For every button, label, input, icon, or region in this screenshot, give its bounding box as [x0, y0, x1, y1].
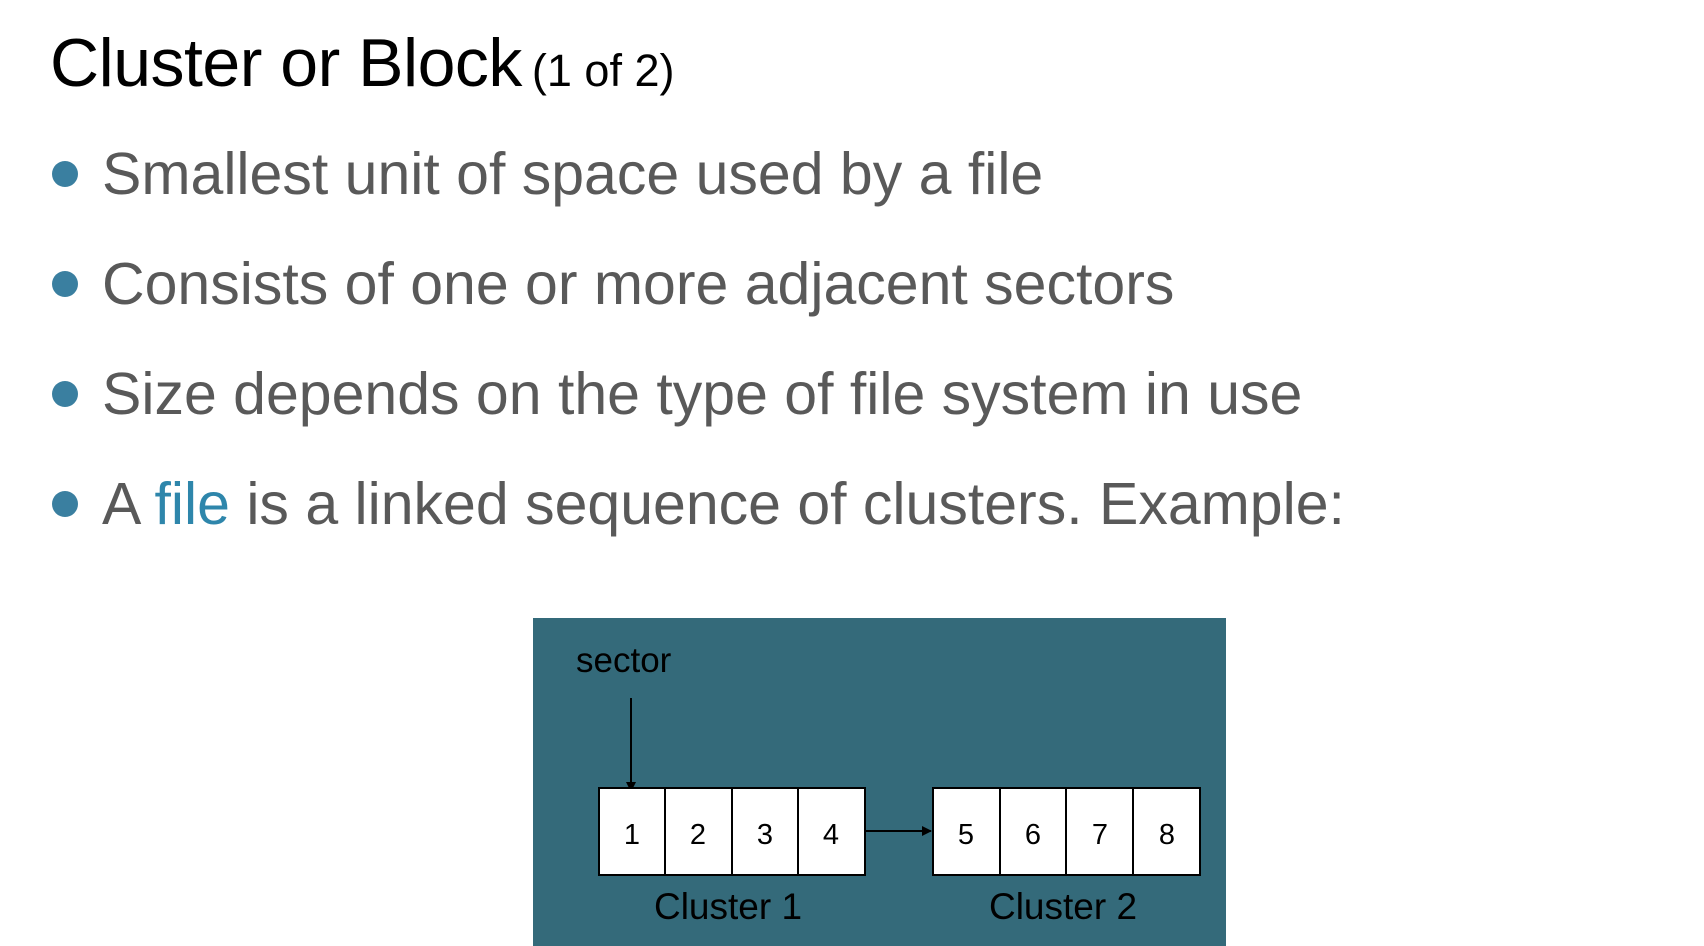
sector-cell	[1132, 787, 1201, 876]
sector-number: 1	[624, 819, 640, 851]
sector-number: 5	[958, 819, 974, 851]
bullet-list: Smallest unit of space used by a file Co…	[52, 128, 1345, 568]
bullet-text: Consists of one or more adjacent sectors	[102, 251, 1175, 317]
bullet-item: Size depends on the type of file system …	[52, 348, 1345, 458]
bullet-item: Consists of one or more adjacent sectors	[52, 238, 1345, 348]
sector-number: 2	[690, 819, 706, 851]
cluster-1: 1 2 3 4	[598, 787, 866, 876]
sector-cell	[932, 787, 1001, 876]
bullet-text: Size depends on the type of file system …	[102, 361, 1303, 427]
bullet-item: A file is a linked sequence of clusters.…	[52, 458, 1345, 568]
sector-cell	[1065, 787, 1134, 876]
sector-cell	[797, 787, 866, 876]
sector-number: 6	[1025, 819, 1041, 851]
sector-number: 4	[823, 819, 839, 851]
file-link[interactable]: file	[154, 471, 230, 537]
bullet-icon	[52, 491, 78, 517]
cluster-1-label: Cluster 1	[654, 886, 802, 927]
sector-cell	[598, 787, 666, 876]
bullet-item: Smallest unit of space used by a file	[52, 128, 1345, 238]
bullet-text: A file is a linked sequence of clusters.…	[102, 458, 1345, 550]
sector-label: sector	[576, 641, 672, 680]
bullet-icon	[52, 381, 78, 407]
title-text: Cluster or Block	[50, 25, 522, 101]
sector-cell	[664, 787, 733, 876]
sector-number: 3	[757, 819, 773, 851]
sector-number: 8	[1159, 819, 1175, 851]
bullet-text: Smallest unit of space used by a file	[102, 141, 1044, 207]
bullet-icon	[52, 271, 78, 297]
bullet-icon	[52, 161, 78, 187]
cluster-2-label: Cluster 2	[989, 886, 1137, 927]
bullet-prefix: A	[102, 471, 155, 537]
sector-cell	[731, 787, 799, 876]
sector-number: 7	[1092, 819, 1108, 851]
cluster-2: 5 6 7 8	[932, 787, 1201, 876]
title-page-indicator: (1 of 2)	[531, 45, 675, 96]
slide-title: Cluster or Block(1 of 2)	[50, 24, 674, 102]
bullet-suffix: is a linked sequence of clusters. Exampl…	[229, 471, 1345, 537]
cluster-diagram: sector 1 2 3 4 5 6 7 8 Cluster 1 Cluster…	[533, 618, 1226, 946]
diagram-background	[533, 618, 1226, 946]
